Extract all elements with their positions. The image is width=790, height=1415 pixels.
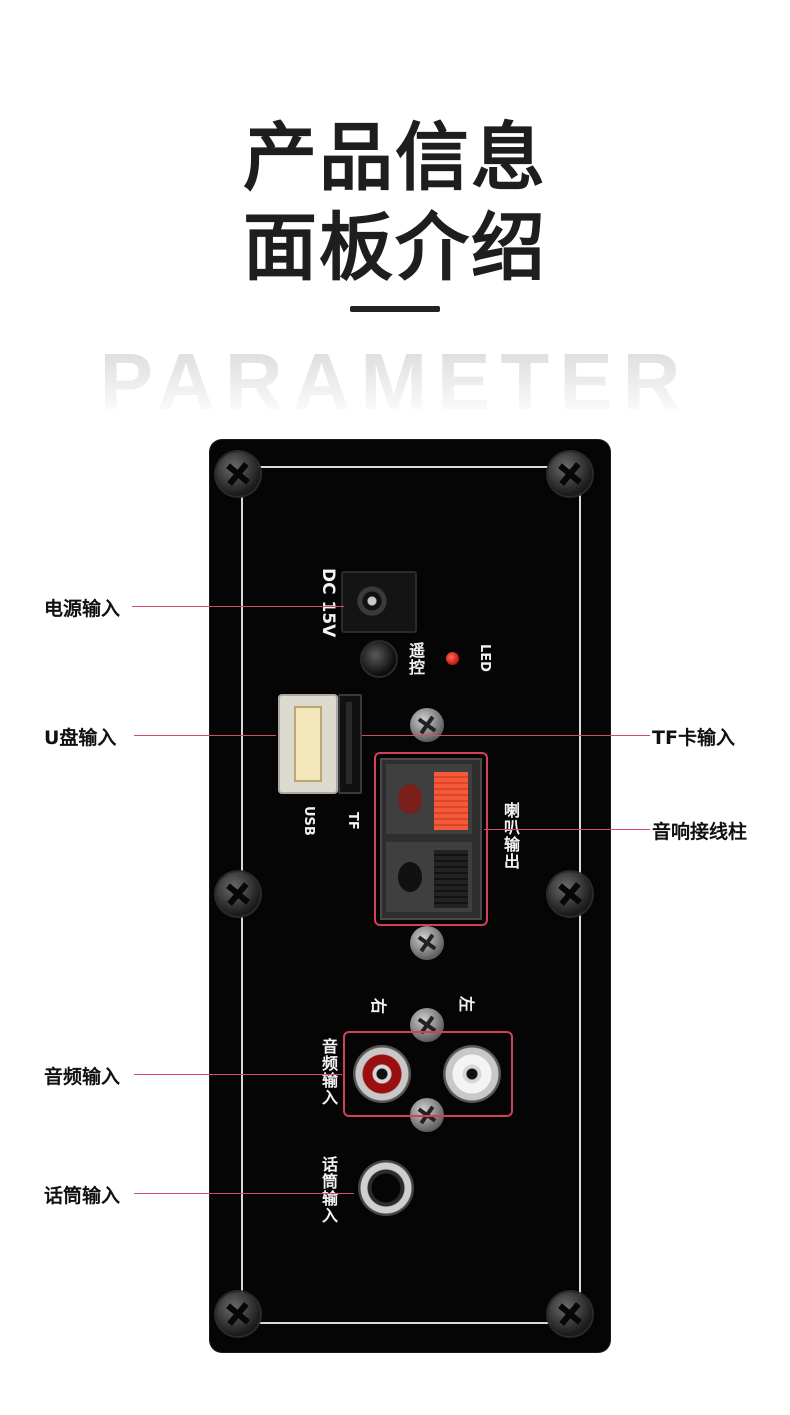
usb-label: USB (301, 806, 316, 836)
usb-slot-icon (294, 706, 322, 782)
callout-line (484, 829, 650, 830)
rca-right-jack[interactable] (353, 1045, 411, 1103)
speaker-terminal-highlight (374, 752, 488, 926)
tf-label: TF (345, 812, 360, 830)
screw-icon (548, 452, 592, 496)
terminal-hole-icon (398, 862, 422, 892)
callout-tf-input: TF卡输入 (652, 727, 735, 749)
terminal-hole-icon (398, 784, 422, 814)
callout-line (134, 735, 276, 736)
screw-icon (548, 872, 592, 916)
screw-icon (410, 1008, 444, 1042)
audio-input-highlight (343, 1031, 513, 1117)
callout-mic-input: 话筒输入 (44, 1185, 121, 1207)
screw-icon (216, 872, 260, 916)
mic-in-label: 话筒输入 (319, 1156, 338, 1224)
dc-label: DC 15V (318, 568, 338, 638)
speaker-out-label: 喇叭输出 (501, 802, 520, 870)
terminal-negative (386, 842, 472, 912)
page-title: 产品信息 (243, 115, 547, 201)
callout-line (132, 606, 344, 607)
screw-icon (216, 452, 260, 496)
callout-usb-input: U盘输入 (44, 727, 117, 749)
rca-left-jack[interactable] (443, 1045, 501, 1103)
mic-input-jack[interactable] (358, 1160, 414, 1216)
led-label: LED (477, 644, 492, 672)
terminal-clip-red[interactable] (434, 772, 468, 830)
screw-icon (410, 708, 444, 742)
screw-icon (548, 1292, 592, 1336)
remote-label: 遥控 (406, 642, 425, 676)
left-channel-label: 左 (457, 996, 476, 1013)
callout-speaker-terminal: 音响接线柱 (652, 821, 748, 843)
callout-power-input: 电源输入 (44, 598, 121, 620)
tf-card-slot[interactable] (338, 694, 362, 794)
rear-panel: DC 15V 遥控 LED USB TF 喇叭输出 右 左 (210, 440, 610, 1352)
dc-power-jack[interactable] (341, 571, 417, 633)
callout-line (362, 735, 650, 736)
callout-audio-input: 音频输入 (44, 1066, 121, 1088)
speaker-terminal[interactable] (380, 758, 482, 920)
jack-hole-icon (357, 586, 387, 616)
callout-line (134, 1193, 354, 1194)
terminal-clip-black[interactable] (434, 850, 468, 908)
led-indicator (446, 652, 459, 665)
parameter-watermark: PARAMETER (0, 336, 790, 428)
title-divider (350, 306, 440, 312)
screw-icon (216, 1292, 260, 1336)
callout-line (134, 1074, 342, 1075)
terminal-positive (386, 764, 472, 834)
screw-icon (410, 926, 444, 960)
remote-sensor (360, 640, 398, 678)
page-subtitle: 面板介绍 (243, 205, 547, 291)
audio-in-label: 音频输入 (319, 1038, 338, 1106)
right-channel-label: 右 (369, 998, 388, 1015)
usb-port[interactable] (278, 694, 338, 794)
